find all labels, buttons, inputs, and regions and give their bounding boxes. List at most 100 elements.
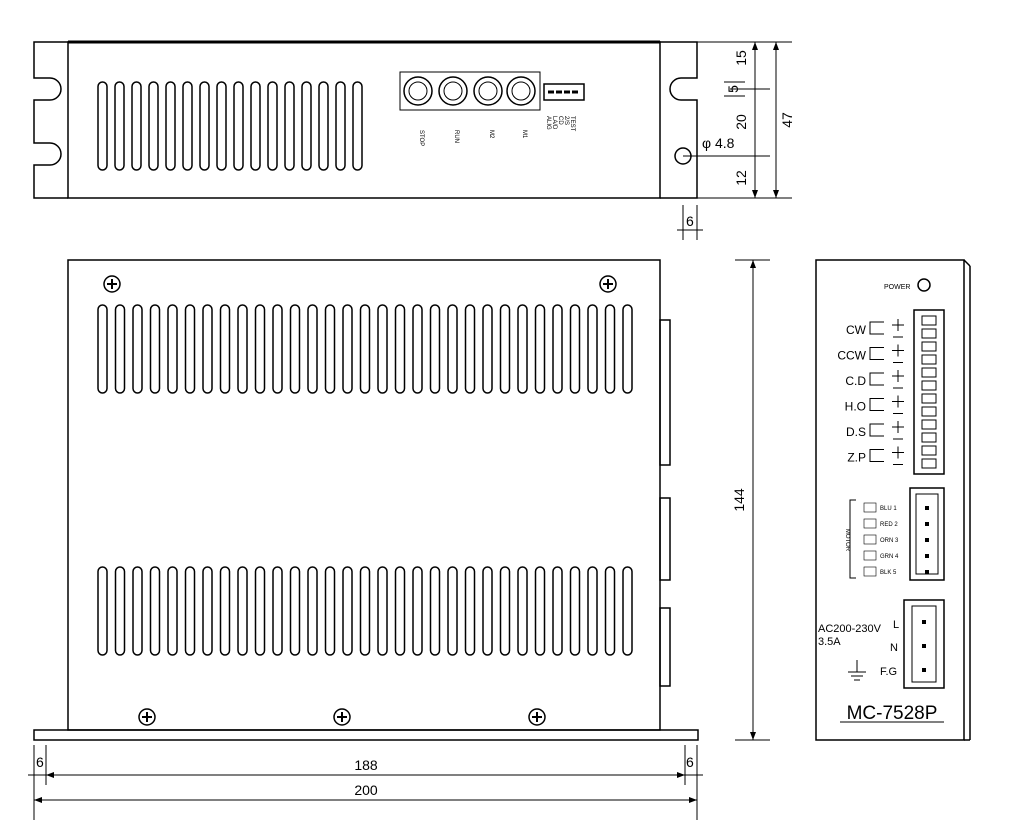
rotary-switches (399, 71, 541, 111)
wire-color-swatch (863, 518, 877, 529)
terminal-pin (921, 445, 937, 456)
vent-slot (289, 304, 301, 394)
switch-label-stop: STOP (418, 130, 424, 146)
vent-slot (97, 566, 108, 656)
vent-slot (622, 566, 633, 656)
vent-slot (318, 81, 329, 171)
terminal-pin (921, 328, 937, 339)
terminal-pin (921, 380, 937, 391)
vent-slot (132, 304, 143, 394)
signal-bracket (869, 347, 884, 360)
signal-label: Z.P (847, 451, 866, 465)
power-led (917, 278, 931, 292)
vent-slot (324, 566, 336, 656)
vent-slot (307, 304, 318, 394)
terminal-pin (921, 367, 937, 378)
motor-wire-label: BLU 1 (880, 506, 897, 512)
vent-slot (254, 566, 266, 656)
vent-slot (272, 304, 283, 394)
front-vent-slots (97, 304, 633, 656)
vent-slot (219, 566, 231, 656)
switch-label-m1: M1 (521, 130, 527, 139)
vent-slot (182, 81, 193, 171)
vent-slot (377, 304, 388, 394)
vent-slot (289, 566, 301, 656)
vent-slot (499, 304, 511, 394)
dip-label-4: TEST (569, 116, 575, 132)
vent-slot (394, 304, 406, 394)
switch-labels: STOP RUN M2 M1 ALIG LA/D CD 2/S TEST (418, 116, 575, 146)
top-vent-slots (97, 81, 363, 171)
vent-slot (202, 304, 213, 394)
signal-label: CCW (837, 349, 866, 363)
terminal-pin (921, 354, 937, 365)
dim-12: 12 (733, 170, 749, 186)
vent-slot (604, 566, 616, 656)
signal-bracket (869, 423, 884, 437)
right-flange (660, 41, 698, 199)
panel-body (815, 259, 965, 741)
vent-slot (482, 304, 493, 394)
front-view (33, 259, 699, 741)
dim-144: 144 (731, 488, 747, 512)
m1-switch (506, 76, 536, 106)
vent-slot (184, 566, 196, 656)
dip-label-3: 2/S (563, 116, 569, 125)
motor-bracket (849, 499, 856, 579)
signal-bracket (869, 449, 884, 462)
wire-color-swatch (863, 502, 877, 513)
vent-slot (237, 566, 248, 656)
dim-5: 5 (725, 85, 741, 93)
dip-label-0: ALIG (545, 116, 551, 130)
vent-slot (335, 81, 346, 171)
screw-icon (138, 708, 156, 726)
screw-icon (528, 708, 546, 726)
vent-slot (97, 81, 108, 171)
terminal-pin (921, 458, 937, 469)
vent-slot (149, 566, 161, 656)
vent-slot (307, 566, 318, 656)
vent-slot (517, 566, 528, 656)
vent-slot (301, 81, 312, 171)
vent-slot (552, 304, 563, 394)
signal-terminal-pins (921, 315, 937, 469)
vent-slot (429, 304, 441, 394)
front-dimensions (28, 259, 770, 820)
vent-slot (534, 566, 546, 656)
vent-slot (114, 566, 126, 656)
vent-slot (219, 304, 231, 394)
wire-color-swatch (863, 550, 877, 561)
signal-label: CW (846, 323, 867, 337)
switch-label-m2: M2 (488, 130, 494, 139)
run-switch (438, 76, 468, 106)
dip-switch (543, 83, 585, 101)
signal-label: H.O (845, 400, 866, 414)
vent-slot (284, 81, 295, 171)
dim-200: 200 (354, 782, 378, 798)
vent-slot (342, 304, 353, 394)
vent-slot (622, 304, 633, 394)
terminal-pin (921, 406, 937, 417)
vent-slot (149, 304, 161, 394)
vent-slot (394, 566, 406, 656)
vent-slot (569, 304, 581, 394)
terminal-pin (921, 432, 937, 443)
dim-15: 15 (733, 50, 749, 66)
signal-bracket (869, 398, 884, 411)
vent-slot (254, 304, 266, 394)
dip-label-1: LA/D (551, 116, 557, 130)
left-flange (33, 41, 68, 199)
dim-47: 47 (779, 112, 795, 128)
power-connector (903, 599, 945, 689)
vent-slot (359, 304, 371, 394)
dim-6-left: 6 (36, 754, 44, 770)
signal-label: C.D (845, 374, 866, 388)
top-dimensions (677, 41, 792, 240)
side-connector-3 (659, 607, 671, 687)
vent-slot (342, 566, 353, 656)
vent-slot (464, 304, 476, 394)
power-input-label: AC200-230V (818, 623, 882, 635)
vent-slot (324, 304, 336, 394)
vent-slot (272, 566, 283, 656)
